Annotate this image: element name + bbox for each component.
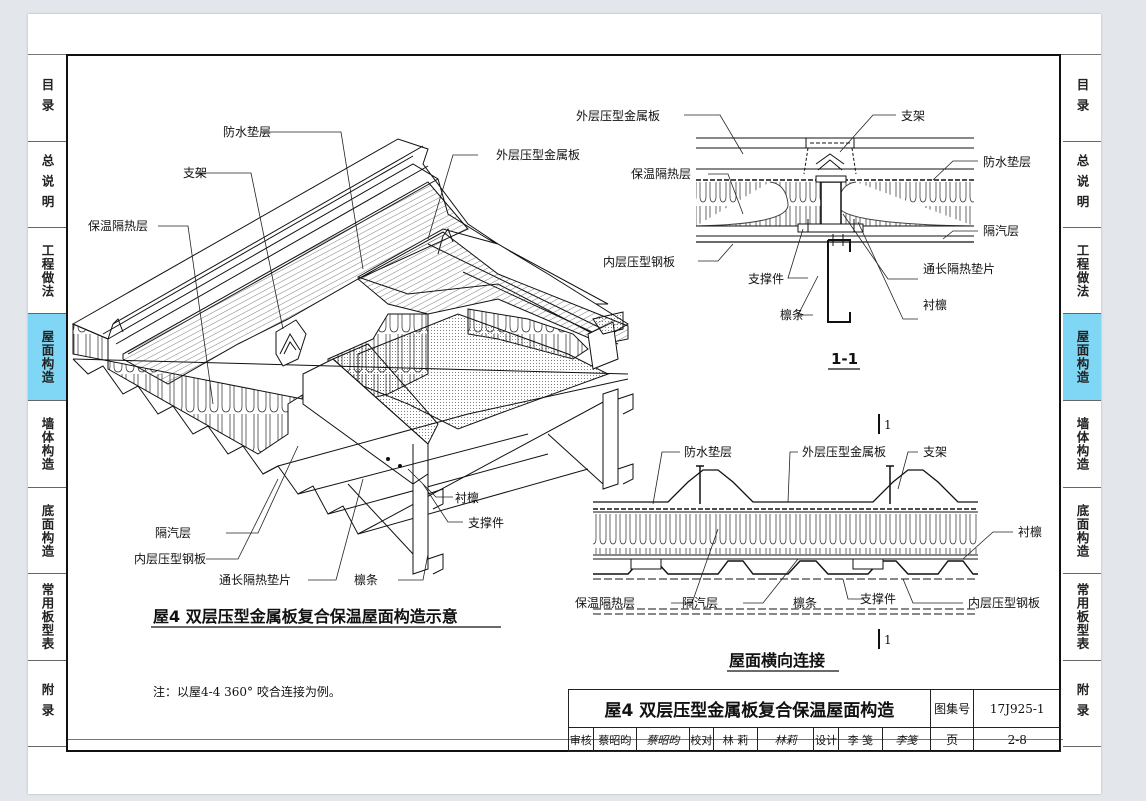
iso-label-thermal-pad: 通长隔热垫片 — [219, 572, 291, 587]
atlas-no-label: 图集号 — [929, 689, 975, 728]
tr-label-inner-panel: 内层压型钢板 — [968, 596, 1040, 610]
tab-contents-left[interactable]: 目录 — [28, 55, 66, 142]
reviewer-signature: 蔡昭昀 — [636, 727, 690, 752]
iso-label-sub-purlin: 衬檩 — [455, 490, 479, 505]
tab-engineering-methods-right[interactable]: 工程做法 — [1063, 228, 1101, 314]
tab-appendix-right[interactable]: 附录 — [1063, 661, 1101, 747]
title-block-title: 屋4 双层压型金属板复合保温屋面构造 — [568, 689, 931, 728]
s11-label-sub-purlin: 衬檩 — [923, 297, 947, 312]
title-block: 屋4 双层压型金属板复合保温屋面构造 图集号 17J925-1 审核 蔡昭昀 蔡… — [568, 689, 1061, 752]
designer-signature: 李笺 — [881, 727, 931, 752]
page-bottom-rule — [28, 739, 1101, 740]
transverse-labels: 1 1 防水垫层 外层压型金属板 支架 衬檩 保温隔热层 隔汽层 檩条 支撑件 … — [575, 418, 1042, 672]
s11-label-purlin: 檩条 — [780, 307, 804, 322]
iso-label-waterproof: 防水垫层 — [223, 124, 271, 139]
left-tab-strip: 目录 总说明 工程做法 屋面构造 墙体构造 底面构造 常用板型表 附录 — [28, 55, 66, 747]
iso-label-support: 支撑件 — [468, 515, 504, 530]
s11-label-waterproof: 防水垫层 — [983, 154, 1031, 169]
tr-label-outer-panel: 外层压型金属板 — [802, 444, 886, 459]
tr-label-support: 支撑件 — [860, 591, 896, 606]
design-label: 设计 — [813, 727, 839, 752]
iso-caption: 屋4 双层压型金属板复合保温屋面构造示意 — [153, 607, 458, 626]
tr-label-sub-purlin: 衬檩 — [1018, 524, 1042, 539]
tab-engineering-methods-left[interactable]: 工程做法 — [28, 228, 66, 314]
reviewer-name: 蔡昭昀 — [592, 727, 638, 752]
s11-label-insulation: 保温隔热层 — [631, 167, 691, 181]
iso-bracket — [275, 319, 307, 367]
tab-common-panel-types-right[interactable]: 常用板型表 — [1063, 574, 1101, 661]
drawing-note: 注：以屋4-4 360° 咬合连接为例。 — [153, 684, 341, 699]
tr-label-vapor: 隔汽层 — [682, 595, 718, 610]
tab-contents-right[interactable]: 目录 — [1063, 55, 1101, 142]
section-1-1-diagram — [684, 114, 978, 323]
tab-common-panel-types-left[interactable]: 常用板型表 — [28, 574, 66, 661]
tab-roof-construction-left[interactable]: 屋面构造 — [28, 314, 66, 401]
iso-label-purlin: 檩条 — [354, 572, 378, 587]
tab-wall-construction-left[interactable]: 墙体构造 — [28, 401, 66, 488]
tab-general-notes-right[interactable]: 总说明 — [1063, 142, 1101, 228]
tr-cut-mark-top: 1 — [884, 418, 892, 432]
iso-label-insulation: 保温隔热层 — [88, 219, 148, 233]
atlas-no-value: 17J925-1 — [973, 689, 1061, 728]
page-number: 2-8 — [973, 727, 1061, 752]
s11-label-inner-panel: 内层压型钢板 — [603, 255, 675, 269]
tab-roof-construction-right[interactable]: 屋面构造 — [1063, 314, 1101, 401]
review-label: 审核 — [568, 727, 594, 752]
tab-general-notes-left[interactable]: 总说明 — [28, 142, 66, 228]
s11-label-support: 支撑件 — [748, 271, 784, 286]
page-label: 页 — [929, 727, 975, 752]
iso-labels: 防水垫层 外层压型金属板 支架 保温隔热层 隔汽层 内层压型钢板 通长隔热垫片 … — [88, 124, 580, 699]
iso-label-bracket: 支架 — [183, 166, 207, 180]
isometric-diagram — [71, 131, 634, 581]
iso-sub-purlin — [302, 311, 624, 485]
drawing-frame — [66, 54, 1061, 752]
iso-label-inner-panel: 内层压型钢板 — [134, 552, 206, 566]
tr-caption: 屋面横向连接 — [729, 651, 825, 670]
checker-signature: 林莉 — [756, 727, 815, 752]
tr-label-purlin: 檩条 — [793, 595, 817, 610]
s11-label-vapor: 隔汽层 — [983, 223, 1019, 238]
right-tab-strip: 目录 总说明 工程做法 屋面构造 墙体构造 底面构造 常用板型表 附录 — [1063, 55, 1101, 747]
s11-label-outer-panel: 外层压型金属板 — [576, 108, 660, 123]
section-1-1-labels: 外层压型金属板 支架 防水垫层 保温隔热层 隔汽层 内层压型钢板 通长隔热垫片 … — [576, 108, 1031, 370]
tab-wall-construction-right[interactable]: 墙体构造 — [1063, 401, 1101, 488]
iso-label-vapor: 隔汽层 — [155, 525, 191, 540]
tr-label-insulation: 保温隔热层 — [575, 596, 635, 610]
tab-bottom-construction-right[interactable]: 底面构造 — [1063, 488, 1101, 574]
designer-name: 李 笺 — [837, 727, 883, 752]
tab-appendix-left[interactable]: 附录 — [28, 661, 66, 747]
s11-caption: 1-1 — [831, 350, 858, 368]
check-label: 校对 — [688, 727, 715, 752]
tr-cut-mark-bottom: 1 — [884, 633, 892, 647]
iso-label-outer-panel: 外层压型金属板 — [496, 147, 580, 162]
s11-label-thermal-pad: 通长隔热垫片 — [923, 261, 995, 276]
tr-label-waterproof: 防水垫层 — [684, 444, 732, 459]
checker-name: 林 莉 — [713, 727, 758, 752]
drawing-page: 目录 总说明 工程做法 屋面构造 墙体构造 底面构造 常用板型表 附录 目录 总… — [28, 14, 1101, 794]
tr-label-bracket: 支架 — [923, 445, 947, 459]
tab-bottom-construction-left[interactable]: 底面构造 — [28, 488, 66, 574]
drawing-canvas: 防水垫层 外层压型金属板 支架 保温隔热层 隔汽层 内层压型钢板 通长隔热垫片 … — [71, 108, 1042, 699]
s11-label-bracket: 支架 — [901, 109, 925, 123]
transverse-diagram — [593, 414, 1013, 649]
